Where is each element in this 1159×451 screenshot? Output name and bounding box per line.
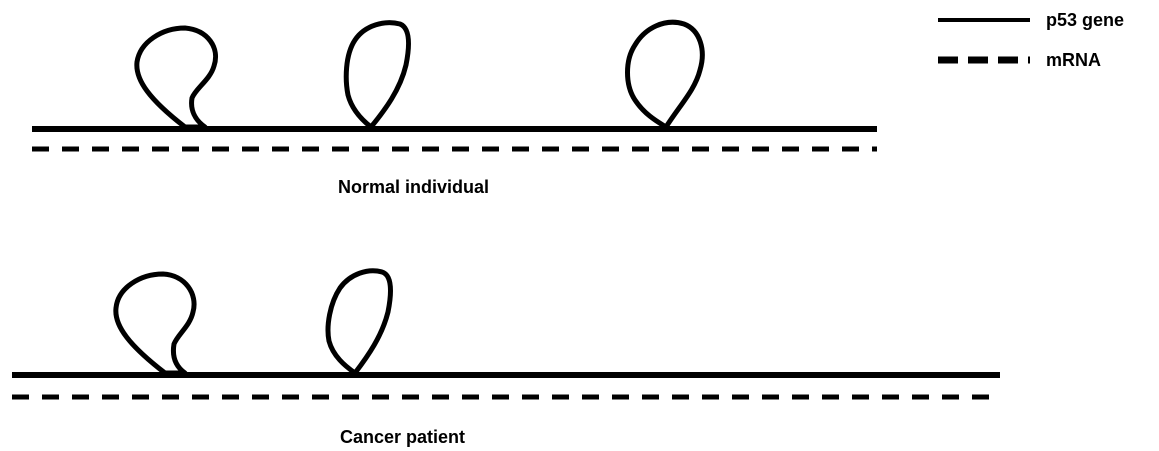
legend: p53 gene mRNA — [938, 10, 1124, 70]
loop — [328, 271, 390, 373]
legend-gene-label: p53 gene — [1046, 10, 1124, 30]
loop — [116, 274, 194, 373]
panel-caption: Normal individual — [338, 177, 489, 197]
loop — [346, 23, 408, 127]
loop — [628, 22, 703, 127]
legend-mrna-label: mRNA — [1046, 50, 1101, 70]
loop — [137, 28, 216, 127]
panel-cancer-patient: Cancer patient — [12, 271, 1000, 447]
panel-normal-individual: Normal individual — [32, 22, 877, 197]
panel-caption: Cancer patient — [340, 427, 465, 447]
